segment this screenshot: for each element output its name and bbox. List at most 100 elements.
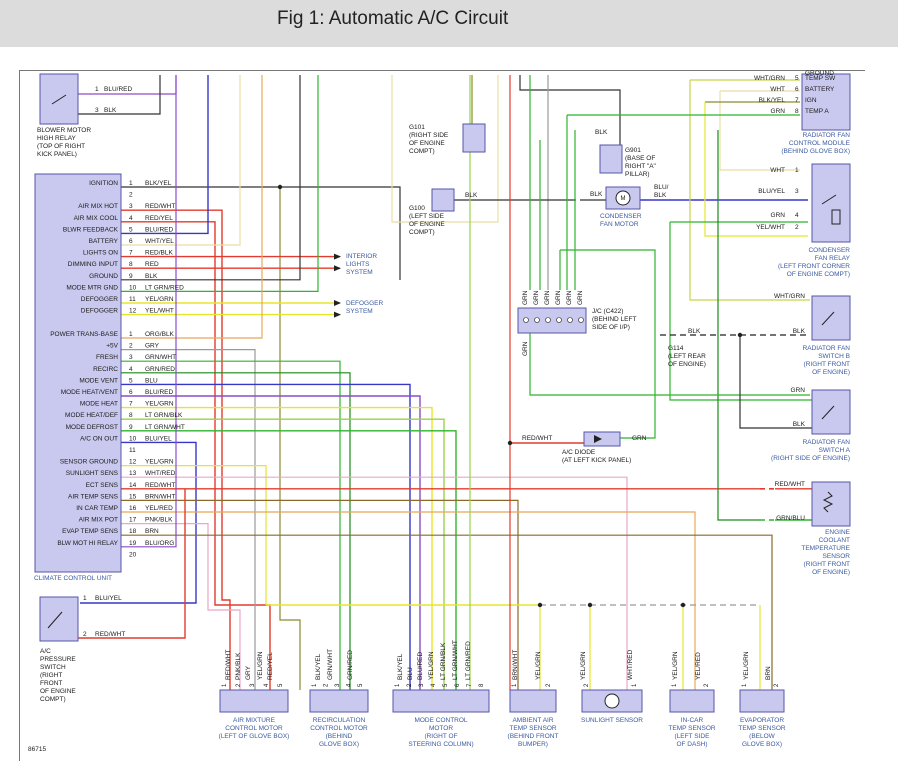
ccu-pin-label: SENSOR GROUND <box>60 459 118 466</box>
ccu-pin-label: SUNLIGHT SENS <box>66 470 119 477</box>
connector-pin-icon <box>534 317 540 323</box>
switch-icon <box>821 405 835 420</box>
pin-number: 1 <box>742 683 748 687</box>
wire <box>689 80 810 301</box>
wire <box>121 522 241 690</box>
ambient-caption: TEMP SENSOR <box>509 725 557 732</box>
ect-sensor-caption: (RIGHT FRONT <box>804 561 850 568</box>
ccu-pin-number: 5 <box>129 377 133 384</box>
relay-pin-number: 3 <box>795 188 799 195</box>
ccu-pin-number: 3 <box>129 354 133 361</box>
ccu-wire-label: BRN/WHT <box>145 493 175 500</box>
ccu-pin-label: AIR MIX POT <box>79 517 118 524</box>
ccu-wire-label: BRN <box>145 528 159 535</box>
wire-label: GRN <box>791 387 806 394</box>
ccu-pin-label: DEFOGGER <box>81 308 119 315</box>
wire <box>121 75 209 235</box>
g101-caption: G101 <box>409 124 425 131</box>
pin-number: 6 <box>455 683 461 687</box>
g114-wire-label: BLK <box>688 328 701 335</box>
wire <box>704 102 808 237</box>
pin-number: 4 <box>264 683 270 687</box>
ect-sensor-caption: SENSOR <box>823 553 851 560</box>
wire-label: RED/YEL <box>267 652 274 680</box>
g100-ground <box>431 188 455 212</box>
condenser-relay-caption: OF ENGINE COMPT) <box>787 271 850 278</box>
wire-label: WHT/RED <box>627 649 634 680</box>
module-pin-number: 7 <box>795 97 799 104</box>
ccu-pin-label: BLW MOT HI RELAY <box>57 540 118 547</box>
module-wire-label: BLK/YEL <box>759 97 786 104</box>
wire <box>121 75 177 548</box>
wire <box>121 186 401 280</box>
incar-caption: (LEFT SIDE <box>675 733 711 740</box>
g100-caption: G100 <box>409 205 425 212</box>
ac-pressure-switch-caption: PRESSURE <box>40 656 76 663</box>
jc-wire-label: GRN <box>533 290 540 305</box>
wire-label: BLK/YEL <box>315 653 322 680</box>
page-title: Fig 1: Automatic A/C Circuit <box>277 8 509 29</box>
ccu-wire-label: GRN/WHT <box>145 354 176 361</box>
recirc-component <box>309 689 369 713</box>
ambient-caption: AMBIENT AIR <box>512 717 553 724</box>
wire-label: BLK <box>793 328 806 335</box>
ccu-wire-label: YEL/WHT <box>145 308 174 315</box>
pin-number: 3 <box>335 683 341 687</box>
ccu-pin-label: IGNITION <box>89 180 118 187</box>
jc-wire-label: GRN <box>555 290 562 305</box>
g101-ground <box>462 123 486 153</box>
air_mix-component <box>219 689 289 713</box>
pin-number: 7 <box>467 683 473 687</box>
ccu-wire-label: BLU/YEL <box>145 435 172 442</box>
ccu-pin-number: 1 <box>129 331 133 338</box>
wire <box>279 187 301 690</box>
wire-label: BLK <box>654 192 667 199</box>
recirc-caption: (BEHIND <box>326 733 353 740</box>
connector-pin-icon <box>556 317 562 323</box>
wire-label: BRN <box>765 666 772 680</box>
module-pin-label: TEMP A <box>805 108 829 115</box>
ccu-pin-number: 8 <box>129 261 133 268</box>
wire <box>121 349 256 690</box>
wire <box>719 91 800 171</box>
arrow-icon <box>334 300 341 306</box>
ccu-wire-label: BLU/ORG <box>145 540 174 547</box>
sunlight-sensor-icon <box>604 693 620 709</box>
pin-number: 1 <box>312 683 318 687</box>
incar-caption: TEMP SENSOR <box>668 725 716 732</box>
jc-wire-label: GRN <box>522 341 529 356</box>
components-layer <box>34 73 851 713</box>
evap-caption: GLOVE BOX) <box>742 741 782 748</box>
wire-label: BLU/ <box>654 184 669 191</box>
ccu-pin-number: 4 <box>129 215 133 222</box>
wire <box>121 75 319 292</box>
ccu-wire-label: BLU/RED <box>145 389 173 396</box>
pin-number: 1 <box>632 683 638 687</box>
ccu-pin-number: 6 <box>129 238 133 245</box>
pin-number: 1 <box>672 683 678 687</box>
wire-label: BLK <box>793 421 806 428</box>
ccu-pin-number: 18 <box>129 528 137 535</box>
ccu-pin-number: 7 <box>129 250 133 257</box>
radiator-fan-switch-a <box>811 389 851 435</box>
ccu-pin-label: MODE VENT <box>79 377 118 384</box>
ccu-wire-label: YEL/RED <box>145 505 173 512</box>
wire-label: YEL/GRN <box>428 651 435 680</box>
resistor-icon <box>822 491 834 513</box>
wire <box>121 476 628 690</box>
wire <box>717 130 760 521</box>
wire <box>121 209 231 690</box>
jc-caption: J/C (C422) <box>592 308 623 315</box>
ccu-wire-label: ORG/BLK <box>145 331 175 338</box>
ccu-pin-number: 7 <box>129 401 133 408</box>
relay-wire-label: YEL/WHT <box>756 224 785 231</box>
ccu-wire-label: RED/YEL <box>145 215 173 222</box>
ccu-wire-label: YEL/GRN <box>145 401 174 408</box>
blower-relay-caption: HIGH RELAY <box>37 135 77 142</box>
arrow-icon <box>334 253 341 260</box>
g100-caption: OF ENGINE <box>409 221 445 228</box>
ccu-pin-label: ECT SENS <box>86 482 119 489</box>
ccu-wire-label: RED/BLK <box>145 250 173 257</box>
ambient-caption: (BEHIND FRONT <box>508 733 559 740</box>
wire-label: RED/WHT <box>775 481 805 488</box>
